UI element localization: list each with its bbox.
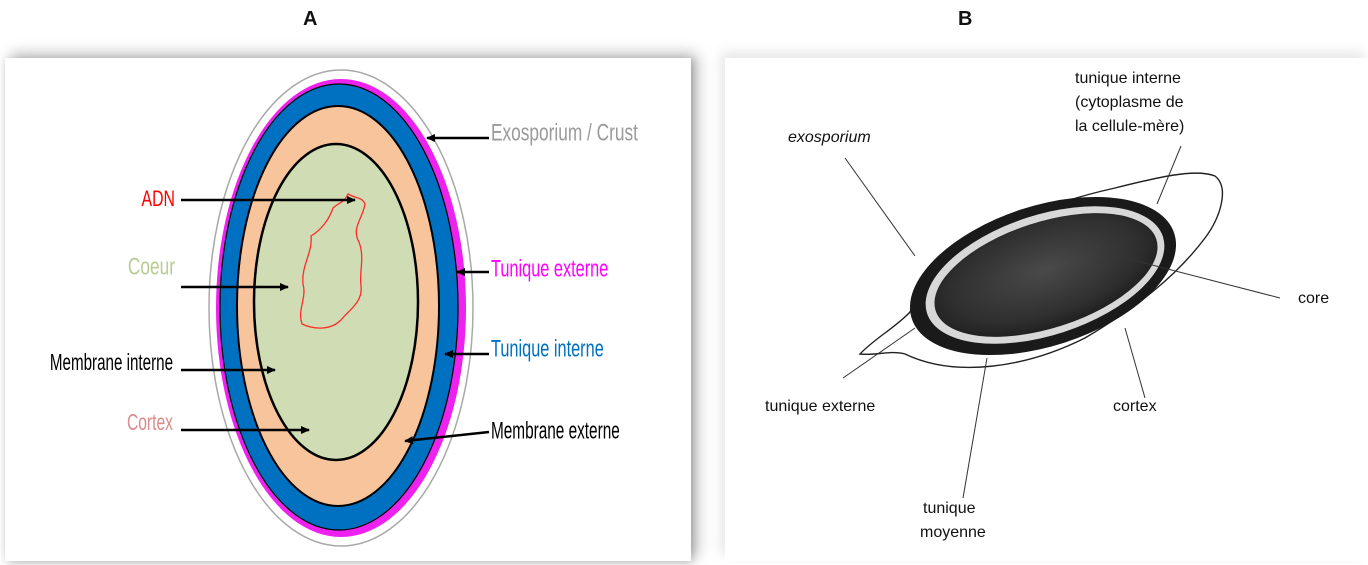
tunique-moyenne-label-line2: moyenne [920, 524, 986, 541]
cortex-leader [1125, 328, 1145, 398]
spore-schematic-diagram: ADN Coeur Membrane interne Cortex Exospo… [5, 58, 691, 561]
tunique-interne-label-line3: la cellule-mère) [1075, 118, 1184, 135]
cortex-label: Cortex [127, 410, 173, 436]
cortex-label: cortex [1113, 398, 1157, 415]
coeur-core [254, 144, 418, 460]
exosporium-label: exosporium [788, 129, 871, 146]
panel-a-schematic: ADN Coeur Membrane interne Cortex Exospo… [5, 58, 691, 561]
core-label: core [1298, 290, 1329, 307]
tunique-externe-label: Tunique externe [491, 255, 608, 282]
tunique-moyenne-leader [963, 358, 987, 498]
panel-b-letter: B [958, 8, 972, 31]
spore-micrograph-diagram: exosporium tunique interne (cytoplasme d… [725, 58, 1368, 561]
tunique-moyenne-label-line1: tunique [923, 500, 976, 517]
tunique-interne-label: Tunique interne [491, 335, 604, 362]
tunique-interne-label-line2: (cytoplasme de [1075, 94, 1184, 111]
adn-label: ADN [142, 187, 175, 211]
membrane-interne-label: Membrane interne [50, 350, 173, 376]
coeur-label: Coeur [128, 254, 175, 280]
exosporium-leader [845, 158, 915, 256]
exosporium-crust-label: Exosporium / Crust [491, 120, 638, 146]
panel-a-letter: A [303, 8, 317, 31]
membrane-externe-label: Membrane externe [491, 418, 620, 444]
tunique-interne-label-line1: tunique interne [1075, 70, 1181, 87]
tunique-externe-label: tunique externe [765, 398, 875, 415]
panel-b-micrograph: exosporium tunique interne (cytoplasme d… [725, 58, 1368, 561]
